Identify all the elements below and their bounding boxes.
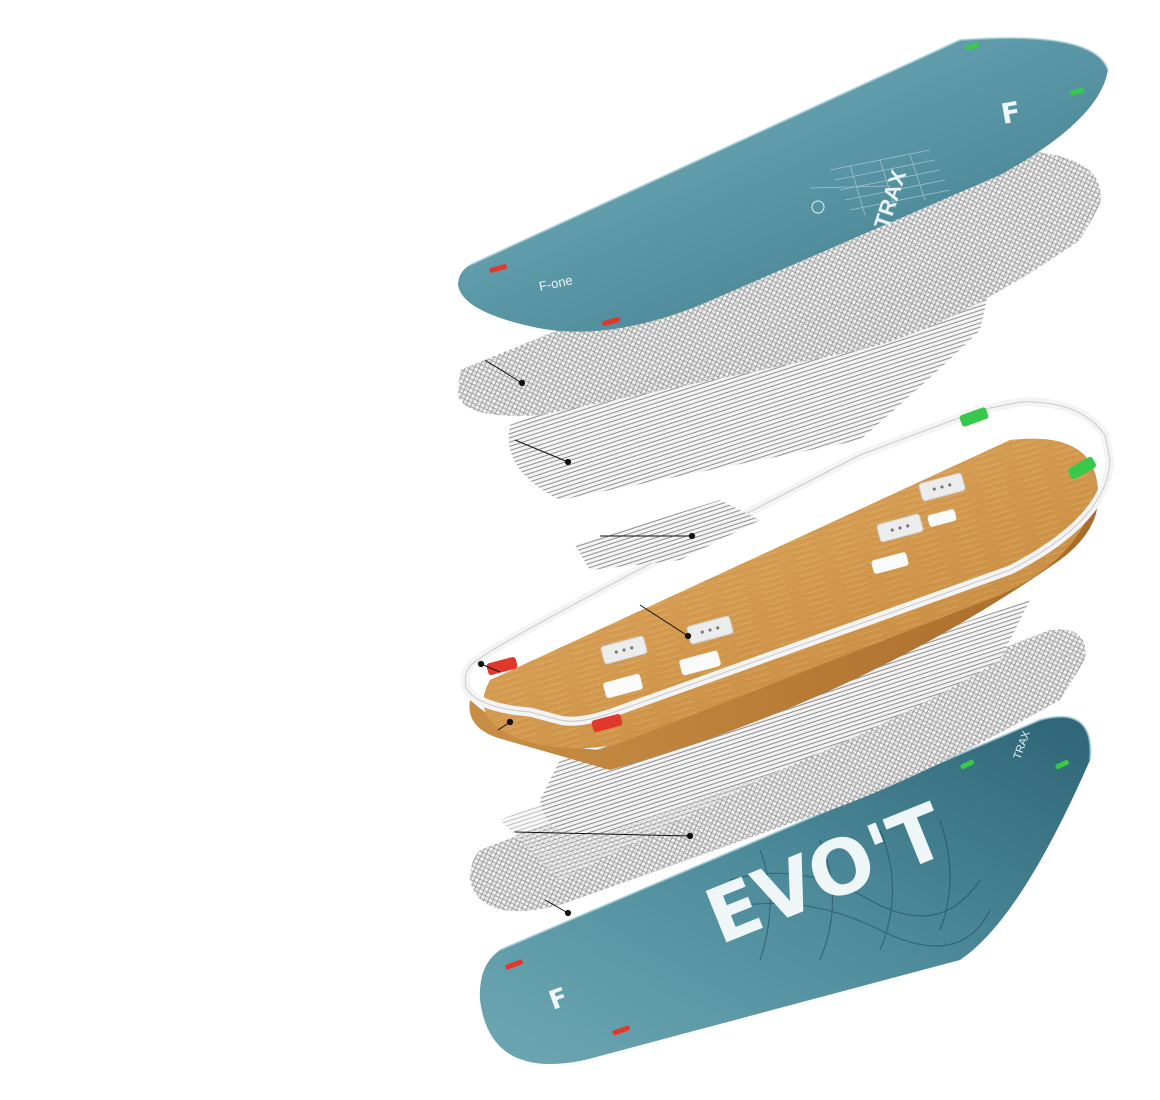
rail-insert-red-2	[591, 713, 623, 733]
core-cutout-1	[603, 674, 643, 698]
fiberglass-upper-strip	[575, 500, 760, 570]
leader-line-1	[484, 359, 526, 387]
core-insert-pad-1	[600, 635, 648, 665]
base-graphic	[719, 819, 991, 961]
leader-line-2	[514, 439, 572, 466]
leader-line-7	[514, 831, 694, 840]
rail-insert-green-2	[1067, 456, 1097, 480]
sun-icon	[811, 200, 825, 214]
core-cutout-2	[679, 650, 721, 676]
top-deck-layer: TRAX F-one F	[458, 37, 1109, 332]
top-insert-red-2	[602, 317, 621, 326]
base-insert-green-2	[960, 759, 974, 770]
fiberglass-lower-uni	[500, 600, 1030, 880]
base-insert-red-2	[612, 1025, 630, 1036]
core-cutout-3	[871, 552, 909, 574]
rail-insert-green-1	[959, 407, 989, 427]
base-sheet	[479, 716, 1091, 1064]
core-cutout-4	[927, 509, 957, 527]
top-insert-green-2	[1070, 87, 1085, 96]
leader-line-8	[544, 899, 572, 917]
leader-lines	[477, 359, 696, 917]
top-insert-green-1	[965, 42, 980, 51]
top-insert-red-1	[489, 264, 508, 273]
base-layer: EVO'T TRAX F	[479, 715, 1092, 1064]
leader-line-3	[600, 532, 696, 540]
base-insert-green-1	[1055, 759, 1069, 770]
leader-line-5	[477, 660, 501, 673]
leader-line-6	[497, 718, 514, 731]
top-deck-sheet	[458, 38, 1108, 332]
wood-core-layer	[469, 438, 1099, 770]
top-deck-brand-text: F-one	[538, 272, 574, 294]
fiberglass-upper-biax	[458, 150, 1101, 416]
core-insert-pad-3	[876, 513, 924, 543]
sidewall-rail-layer	[460, 397, 1115, 733]
core-insert-pad-4	[918, 472, 966, 502]
leader-line-4	[639, 604, 692, 640]
top-deck-grid-graphic	[809, 149, 951, 216]
rail-insert-red-1	[486, 656, 518, 676]
base-insert-red-1	[505, 959, 523, 970]
